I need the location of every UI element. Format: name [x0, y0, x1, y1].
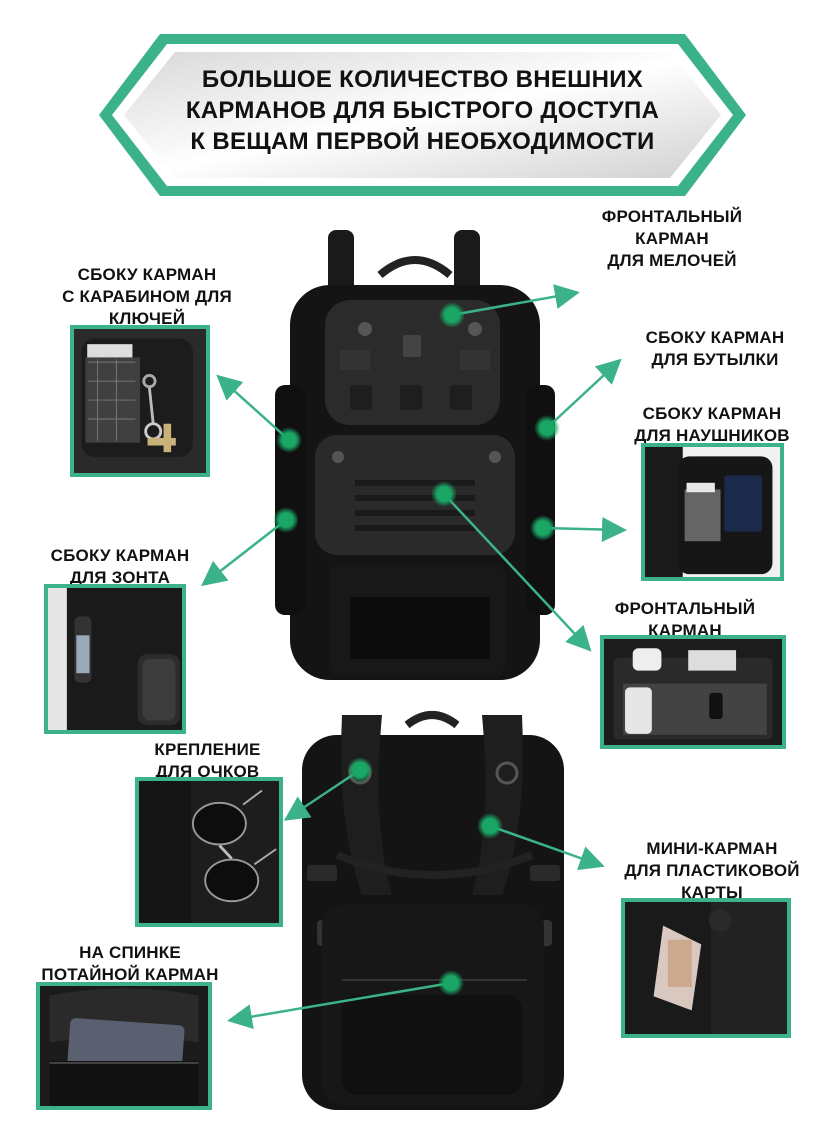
- marker-dot: [347, 757, 373, 783]
- label-side-bottle-pocket: СБОКУ КАРМАН ДЛЯ БУТЫЛКИ: [645, 328, 785, 369]
- photo-card-pocket: [621, 898, 791, 1038]
- photo-side-headphones-pocket: [641, 443, 784, 581]
- label-card-pocket: МИНИ-КАРМАН ДЛЯ ПЛАСТИКОВОЙ КАРТЫ: [624, 839, 800, 902]
- title-banner: БОЛЬШОЕ КОЛИЧЕСТВО ВНЕШНИХ КАРМАНОВ ДЛЯ …: [95, 30, 750, 200]
- label-front-small-pocket: ФРОНТАЛЬНЫЙ КАРМАН ДЛЯ МЕЛОЧЕЙ: [601, 207, 743, 270]
- banner-line-1: БОЛЬШОЕ КОЛИЧЕСТВО ВНЕШНИХ: [201, 66, 644, 93]
- marker-dot: [534, 415, 560, 441]
- label-side-keys-pocket: СБОКУ КАРМАН С КАРАБИНОМ ДЛЯ КЛЮЧЕЙ: [62, 265, 232, 328]
- label-side-umbrella-pocket: СБОКУ КАРМАН ДЛЯ ЗОНТА: [50, 546, 190, 587]
- photo-side-keys-pocket: [70, 325, 210, 477]
- marker-dot: [273, 507, 299, 533]
- marker-dots: [273, 302, 560, 996]
- label-side-headphones-pocket: СБОКУ КАРМАН ДЛЯ НАУШНИКОВ: [634, 404, 790, 445]
- marker-dot: [530, 515, 556, 541]
- label-glasses-holder: КРЕПЛЕНИЕ ДЛЯ ОЧКОВ: [154, 740, 261, 781]
- photo-front-pocket: [600, 635, 786, 749]
- label-back-hidden-pocket: НА СПИНКЕ ПОТАЙНОЙ КАРМАН: [41, 943, 219, 984]
- photo-side-umbrella-pocket: [44, 584, 186, 734]
- marker-dot: [438, 970, 464, 996]
- marker-dot: [276, 427, 302, 453]
- marker-dot: [477, 813, 503, 839]
- marker-dot: [431, 481, 457, 507]
- banner-title: БОЛЬШОЕ КОЛИЧЕСТВО ВНЕШНИХ КАРМАНОВ ДЛЯ …: [95, 64, 750, 157]
- marker-dot: [439, 302, 465, 328]
- photo-glasses-holder: [135, 777, 283, 927]
- banner-line-2: КАРМАНОВ ДЛЯ БЫСТРОГО ДОСТУПА: [185, 97, 660, 124]
- banner-line-3: К ВЕЩАМ ПЕРВОЙ НЕОБХОДИМОСТИ: [190, 128, 655, 155]
- photo-back-hidden-pocket: [36, 982, 212, 1110]
